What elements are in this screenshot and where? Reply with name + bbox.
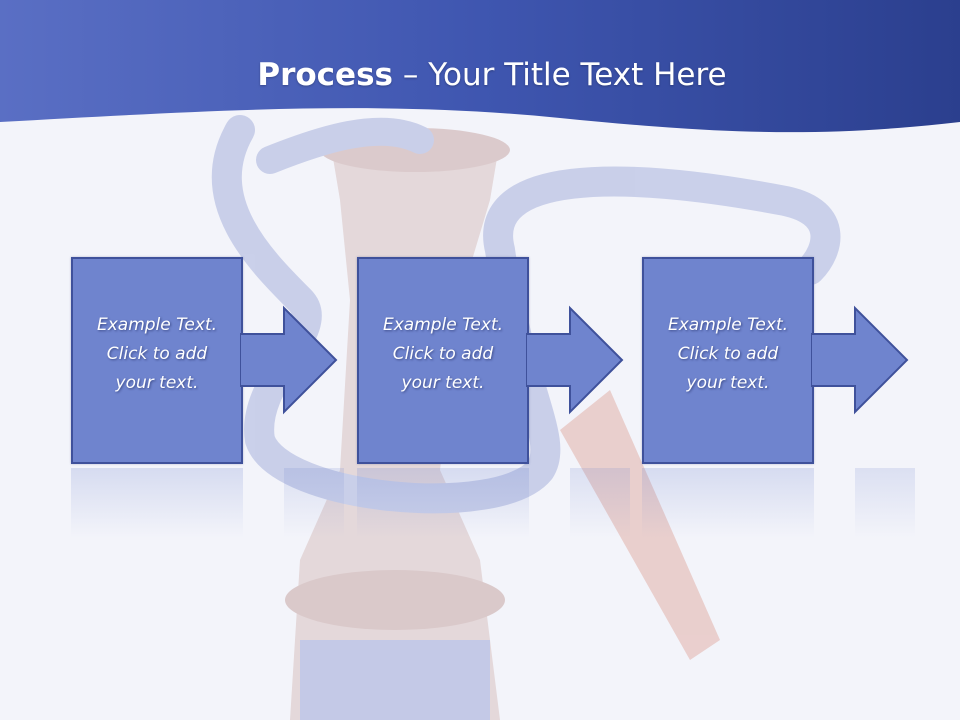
title-bold: Process — [257, 57, 393, 93]
step-2-line-2: Click to add — [392, 344, 494, 364]
process-step-1-text: Example Text. Click to add your text. — [73, 311, 241, 398]
arrow-1-reflection — [284, 468, 344, 538]
step-2-line-1: Example Text. — [382, 315, 504, 335]
process-step-3-text: Example Text. Click to add your text. — [644, 311, 812, 398]
arrow-3-reflection — [855, 468, 915, 538]
process-arrow-1-icon — [240, 305, 338, 415]
process-step-2-text: Example Text. Click to add your text. — [359, 311, 527, 398]
arrow-2-reflection — [570, 468, 630, 538]
title-rest: – Your Title Text Here — [393, 57, 727, 93]
step-3-line-2: Click to add — [677, 344, 779, 364]
step-2-reflection — [357, 468, 529, 538]
process-arrow-3-icon — [811, 305, 909, 415]
process-step-2-box[interactable]: Example Text. Click to add your text. — [357, 257, 529, 464]
process-step-3-box[interactable]: Example Text. Click to add your text. — [642, 257, 814, 464]
process-step-1-box[interactable]: Example Text. Click to add your text. — [71, 257, 243, 464]
step-3-line-3: your text. — [686, 373, 770, 393]
header-band — [0, 0, 960, 133]
step-1-line-3: your text. — [115, 373, 199, 393]
step-1-line-2: Click to add — [106, 344, 208, 364]
slide-title[interactable]: Process – Your Title Text Here — [0, 50, 960, 100]
process-arrow-2-icon — [526, 305, 624, 415]
step-3-reflection — [642, 468, 814, 538]
step-1-reflection — [71, 468, 243, 538]
step-3-line-1: Example Text. — [667, 315, 789, 335]
step-1-line-1: Example Text. — [96, 315, 218, 335]
step-2-line-3: your text. — [401, 373, 485, 393]
